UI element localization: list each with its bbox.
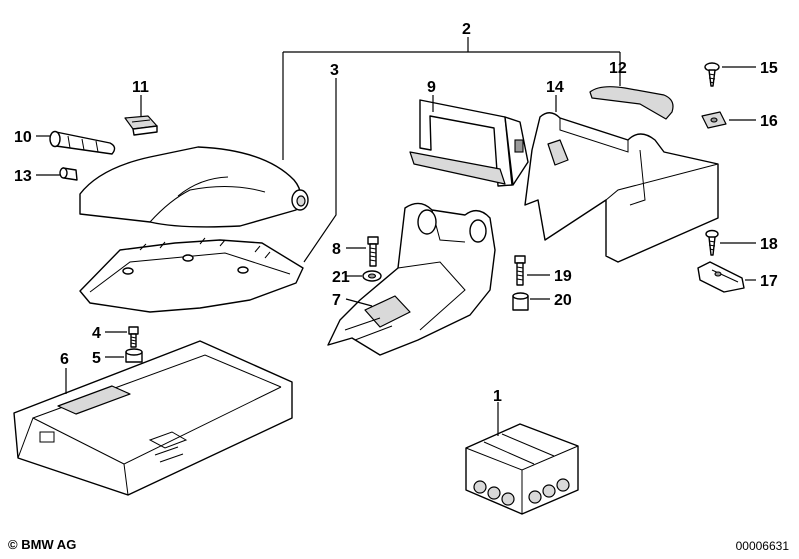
part-1-foam-block bbox=[465, 423, 579, 515]
part-8-bolt bbox=[367, 236, 379, 267]
callout-10: 10 bbox=[14, 129, 32, 146]
part-15-screw bbox=[704, 62, 720, 87]
callout-5: 5 bbox=[92, 350, 101, 367]
armrest-cover bbox=[79, 146, 309, 228]
part-20-spacer bbox=[512, 292, 529, 311]
part-4-bolt bbox=[128, 326, 139, 348]
callout-15: 15 bbox=[760, 60, 778, 77]
callout-20: 20 bbox=[554, 292, 572, 309]
part-9-bracket bbox=[409, 99, 529, 187]
callout-3: 3 bbox=[330, 62, 339, 79]
callout-8: 8 bbox=[332, 241, 341, 258]
part-10-grip bbox=[49, 130, 116, 155]
callout-labels: 1 2 3 4 5 6 7 8 9 10 11 12 13 14 15 16 1… bbox=[14, 21, 778, 405]
callout-13: 13 bbox=[14, 168, 32, 185]
callout-11: 11 bbox=[132, 79, 149, 96]
callout-6: 6 bbox=[60, 351, 69, 368]
part-11-clip bbox=[124, 115, 158, 136]
callout-9: 9 bbox=[427, 79, 436, 96]
callout-21: 21 bbox=[332, 269, 350, 286]
part-5-sleeve bbox=[125, 348, 143, 363]
part-14-side-panel bbox=[524, 112, 719, 263]
callout-2: 2 bbox=[462, 21, 471, 38]
callout-4: 4 bbox=[92, 325, 101, 342]
part-6-storage-tray bbox=[13, 340, 293, 496]
part-17-bracket-clip bbox=[697, 261, 745, 293]
part-21-washer bbox=[362, 270, 382, 282]
part-7-support-bracket bbox=[327, 202, 496, 356]
callout-17: 17 bbox=[760, 273, 778, 290]
callout-16: 16 bbox=[760, 113, 778, 130]
callout-1: 1 bbox=[493, 388, 502, 405]
callout-7: 7 bbox=[332, 292, 341, 309]
callout-14: 14 bbox=[546, 79, 564, 96]
part-16-clip-nut bbox=[701, 111, 727, 129]
part-13-cap bbox=[59, 167, 78, 181]
callout-18: 18 bbox=[760, 236, 778, 253]
document-number: 00006631 bbox=[735, 539, 789, 553]
callout-19: 19 bbox=[554, 268, 572, 285]
part-18-screw bbox=[705, 229, 719, 256]
armrest-base bbox=[79, 237, 304, 313]
copyright-label: © BMW AG bbox=[8, 537, 77, 552]
part-19-bolt bbox=[514, 255, 526, 286]
leader-lines bbox=[36, 37, 756, 436]
part-12-cover-strip bbox=[589, 86, 674, 120]
callout-12: 12 bbox=[609, 60, 627, 77]
